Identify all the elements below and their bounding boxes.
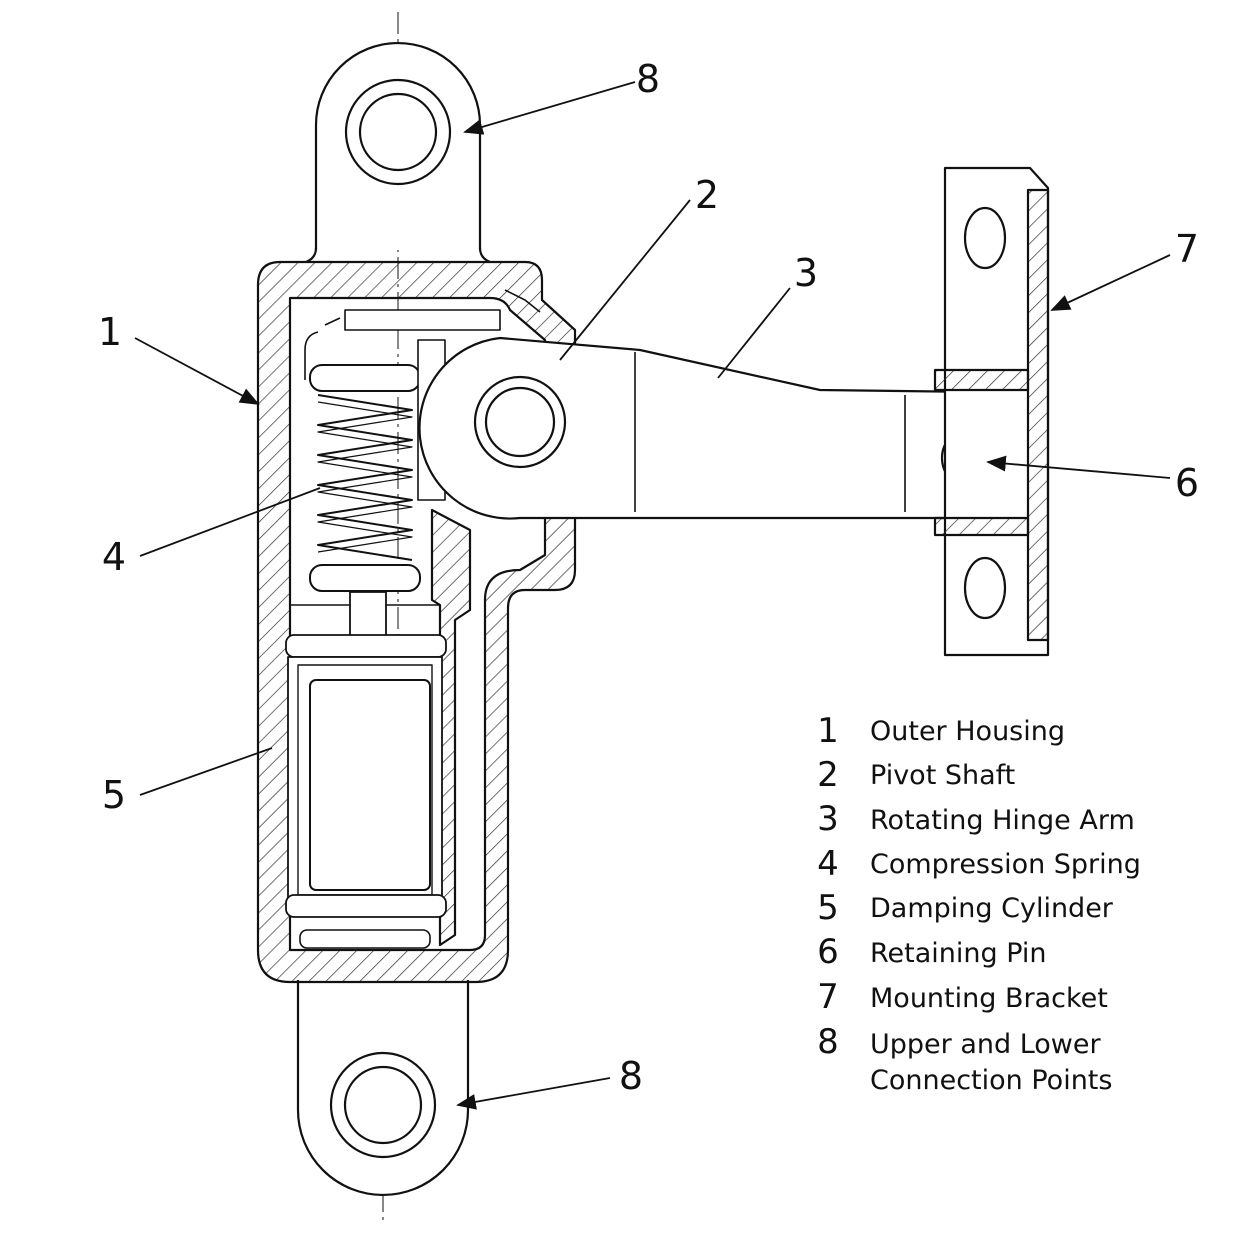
legend-number: 5 [817,888,839,928]
callout-8-lower: 8 [619,1054,643,1098]
legend-label: Mounting Bracket [870,983,1108,1014]
pivot-shaft [475,377,565,467]
mounting-bracket [935,168,1048,655]
callout-4: 4 [102,535,126,579]
lower-connection-eye [298,980,468,1195]
legend-number: 6 [817,932,839,972]
callout-3: 3 [794,251,818,295]
upper-connection-eye [306,43,490,262]
legend-label: Upper and Lower [870,1029,1101,1060]
damping-cylinder [286,635,446,948]
legend-label: Damping Cylinder [870,893,1114,924]
callout-5: 5 [102,773,126,817]
legend-label: Outer Housing [870,716,1065,747]
callout-7: 7 [1175,227,1199,271]
legend-label: Compression Spring [870,849,1141,880]
legend-number: 1 [817,711,839,751]
callout-6: 6 [1175,461,1199,505]
legend-label: Rotating Hinge Arm [870,805,1135,836]
legend-number: 2 [817,755,839,795]
callout-1: 1 [98,310,122,354]
legend-number: 7 [817,977,839,1017]
callout-2: 2 [695,173,719,217]
legend-label: Pivot Shaft [870,760,1015,791]
legend-number: 3 [817,799,839,839]
compression-spring [310,365,420,591]
callout-8-upper: 8 [636,57,660,101]
legend-label-line-2: Connection Points [870,1065,1112,1096]
legend-label: Retaining Pin [870,938,1047,969]
legend-number: 4 [817,844,839,884]
parts-legend: 1 Outer Housing 2 Pivot Shaft 3 Rotating… [817,711,1141,1096]
legend-number: 8 [817,1022,839,1062]
